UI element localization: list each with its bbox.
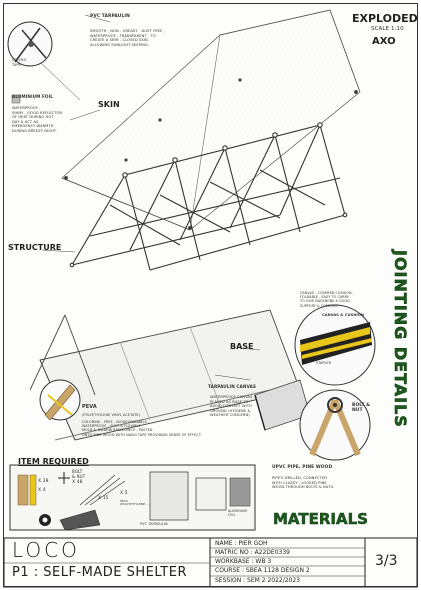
cushion-detail bbox=[294, 304, 376, 386]
upvc-title: UPVC PIPE, PINE WOOD bbox=[272, 465, 333, 470]
aluminium-title: ALUMINIUM FOIL bbox=[12, 94, 54, 99]
cushion-title: CANVAS & CUSHION bbox=[322, 313, 365, 317]
tarpaulin-canvas-note: WATERPROOF CANVAS, PLACED AS BASE TO AVO… bbox=[210, 395, 254, 418]
matric-field: MATRIC NO : A22DE0339 bbox=[215, 549, 290, 556]
item-bolt: BOLT & NUT bbox=[72, 469, 86, 479]
upvc-note: PIPE'S DRILLED, CONNECTED WITH CLASSY - … bbox=[272, 476, 335, 490]
peva-detail bbox=[39, 379, 81, 421]
stapler-label: STAPLER bbox=[316, 361, 332, 365]
materials-label: MATERIALS bbox=[273, 510, 368, 529]
peva-note: CHLORINE - FREE , BIODEGRADABLE , WATERP… bbox=[82, 420, 202, 437]
jointing-text: JOINTING DETAILS bbox=[391, 250, 411, 428]
item-qty-3: X 48 bbox=[72, 480, 83, 485]
bolt-nut-label: BOLT & NUT bbox=[352, 403, 371, 413]
item-peva: PEVA (POLYETHYLENE ...) bbox=[120, 499, 151, 507]
course-field: COURSE : SBEA 1128 DESIGN 2 bbox=[215, 567, 310, 574]
scale-text: SCALE 1:10 bbox=[371, 26, 404, 32]
aluminium-note: WATERPROOF , SHINY , GOOD REFLECTOR OF H… bbox=[12, 106, 63, 133]
cushion-note: CANVAS - COVERED CUSHION, FOLDABLE , EAS… bbox=[300, 291, 353, 308]
jointing-details-label: JOINTING DETAILS bbox=[383, 250, 417, 540]
title-block bbox=[3, 537, 418, 588]
item-required-title: ITEM REQUIRED bbox=[18, 457, 89, 466]
name-field: NAME : PIER GOH bbox=[215, 540, 268, 547]
peva-title: PEVA bbox=[82, 404, 97, 410]
workbase-field: WORKBASE : WB 3 bbox=[215, 558, 272, 565]
structure-frames bbox=[69, 122, 348, 271]
project-title: LOCO bbox=[12, 538, 80, 562]
project-subtitle: P1 : SELF-MADE SHELTER bbox=[12, 565, 187, 580]
item-qty-1: X 28 bbox=[38, 479, 49, 484]
label-structure: STRUCTURE bbox=[8, 243, 62, 252]
item-qty-4: X 15 bbox=[98, 496, 109, 501]
velcro-label: VELCRO TAPE bbox=[12, 58, 27, 67]
label-base: BASE bbox=[230, 342, 254, 351]
aluminium-swatch bbox=[11, 94, 21, 104]
item-qty-2: X 4 bbox=[38, 488, 46, 493]
item-qty-5: X 5 bbox=[120, 491, 128, 496]
leader-lines bbox=[39, 14, 261, 401]
view-axo: AXO bbox=[372, 36, 396, 47]
item-required-panel bbox=[9, 464, 256, 531]
pvc-tarpaulin-title: PVC TARPAULIN bbox=[90, 14, 130, 19]
item-pvc: PVC TARPAULIN bbox=[140, 522, 168, 526]
tarpaulin-canvas-title: TARPAULIN CANVAS bbox=[208, 384, 257, 389]
peva-subtitle: (POLYETHYLENE VINYL ACETATE) bbox=[82, 413, 141, 417]
title-exploded: EXPLODED bbox=[352, 12, 418, 25]
label-skin: SKIN bbox=[98, 100, 120, 109]
item-foil: ALUMINIUM FOIL bbox=[228, 509, 248, 517]
page-number: 3/3 bbox=[375, 553, 398, 569]
bolt-detail bbox=[299, 389, 371, 461]
velcro-detail bbox=[7, 21, 53, 67]
pvc-tarpaulin-note: SMOOTH , NON - GREASY . DUST FREE , WATE… bbox=[90, 29, 165, 47]
skin-tarpaulin bbox=[61, 9, 361, 231]
session-field: SESSION : SEM 2 2022/2023 bbox=[215, 577, 301, 584]
